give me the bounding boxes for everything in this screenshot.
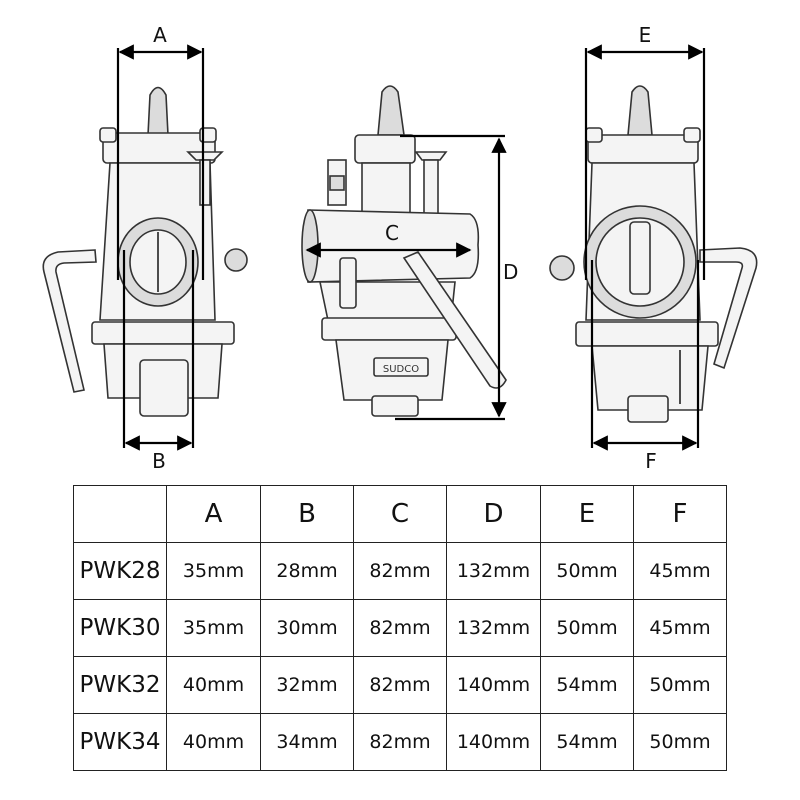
table-row: PWK34 40mm 34mm 82mm 140mm 54mm 50mm <box>73 713 727 771</box>
specifications-table: A B C D E F PWK28 35mm 28mm 82mm 132mm 5… <box>73 485 727 771</box>
table-cell: 54mm <box>540 713 634 771</box>
table-row: PWK28 35mm 28mm 82mm 132mm 50mm 45mm <box>73 542 727 600</box>
dimension-label-a: A <box>153 23 167 47</box>
model-cell: PWK28 <box>73 542 167 600</box>
header-cell: C <box>353 485 447 543</box>
header-cell: E <box>540 485 634 543</box>
carburetor-front-view <box>42 86 248 417</box>
table-cell: 54mm <box>540 656 634 714</box>
dimension-b: B <box>122 250 195 473</box>
table-cell: 40mm <box>166 656 261 714</box>
dimension-d: D <box>395 134 518 421</box>
dimension-c: C <box>305 221 472 258</box>
model-cell: PWK32 <box>73 656 167 714</box>
table-cell: 132mm <box>446 542 541 600</box>
dimension-f: F <box>590 260 700 473</box>
dimension-label-d: D <box>503 260 518 284</box>
badge-text: SUDCO <box>383 364 419 375</box>
table-cell: 132mm <box>446 599 541 657</box>
table-cell: 82mm <box>353 713 447 771</box>
header-cell: B <box>260 485 354 543</box>
table-cell: 82mm <box>353 542 447 600</box>
model-cell: PWK30 <box>73 599 167 657</box>
table-cell: 45mm <box>633 599 727 657</box>
dimension-a: A <box>116 23 205 280</box>
carburetor-dimension-diagram: A B SUDCO <box>42 23 758 473</box>
header-cell: D <box>446 485 541 543</box>
table-row: PWK32 40mm 32mm 82mm 140mm 54mm 50mm <box>73 656 727 714</box>
dimension-label-f: F <box>645 449 657 473</box>
table-cell: 30mm <box>260 599 354 657</box>
header-cell: F <box>633 485 727 543</box>
table-cell: 34mm <box>260 713 354 771</box>
table-cell: 82mm <box>353 599 447 657</box>
table-cell: 50mm <box>540 599 634 657</box>
dimension-label-b: B <box>152 449 166 473</box>
dimension-e: E <box>584 23 706 280</box>
table-row: PWK30 35mm 30mm 82mm 132mm 50mm 45mm <box>73 599 727 657</box>
model-cell: PWK34 <box>73 713 167 771</box>
table-cell: 28mm <box>260 542 354 600</box>
carburetor-back-view <box>549 85 758 423</box>
table-cell: 45mm <box>633 542 727 600</box>
dimension-label-e: E <box>639 23 652 47</box>
table-cell: 40mm <box>166 713 261 771</box>
header-cell: A <box>166 485 261 543</box>
table-cell: 50mm <box>540 542 634 600</box>
table-cell: 50mm <box>633 656 727 714</box>
dimension-label-c: C <box>385 221 399 245</box>
table-cell: 140mm <box>446 713 541 771</box>
table-cell: 32mm <box>260 656 354 714</box>
table-header-row: A B C D E F <box>73 485 727 543</box>
table-cell: 82mm <box>353 656 447 714</box>
header-cell <box>73 485 167 543</box>
table-cell: 35mm <box>166 542 261 600</box>
table-cell: 50mm <box>633 713 727 771</box>
table-cell: 140mm <box>446 656 541 714</box>
table-cell: 35mm <box>166 599 261 657</box>
